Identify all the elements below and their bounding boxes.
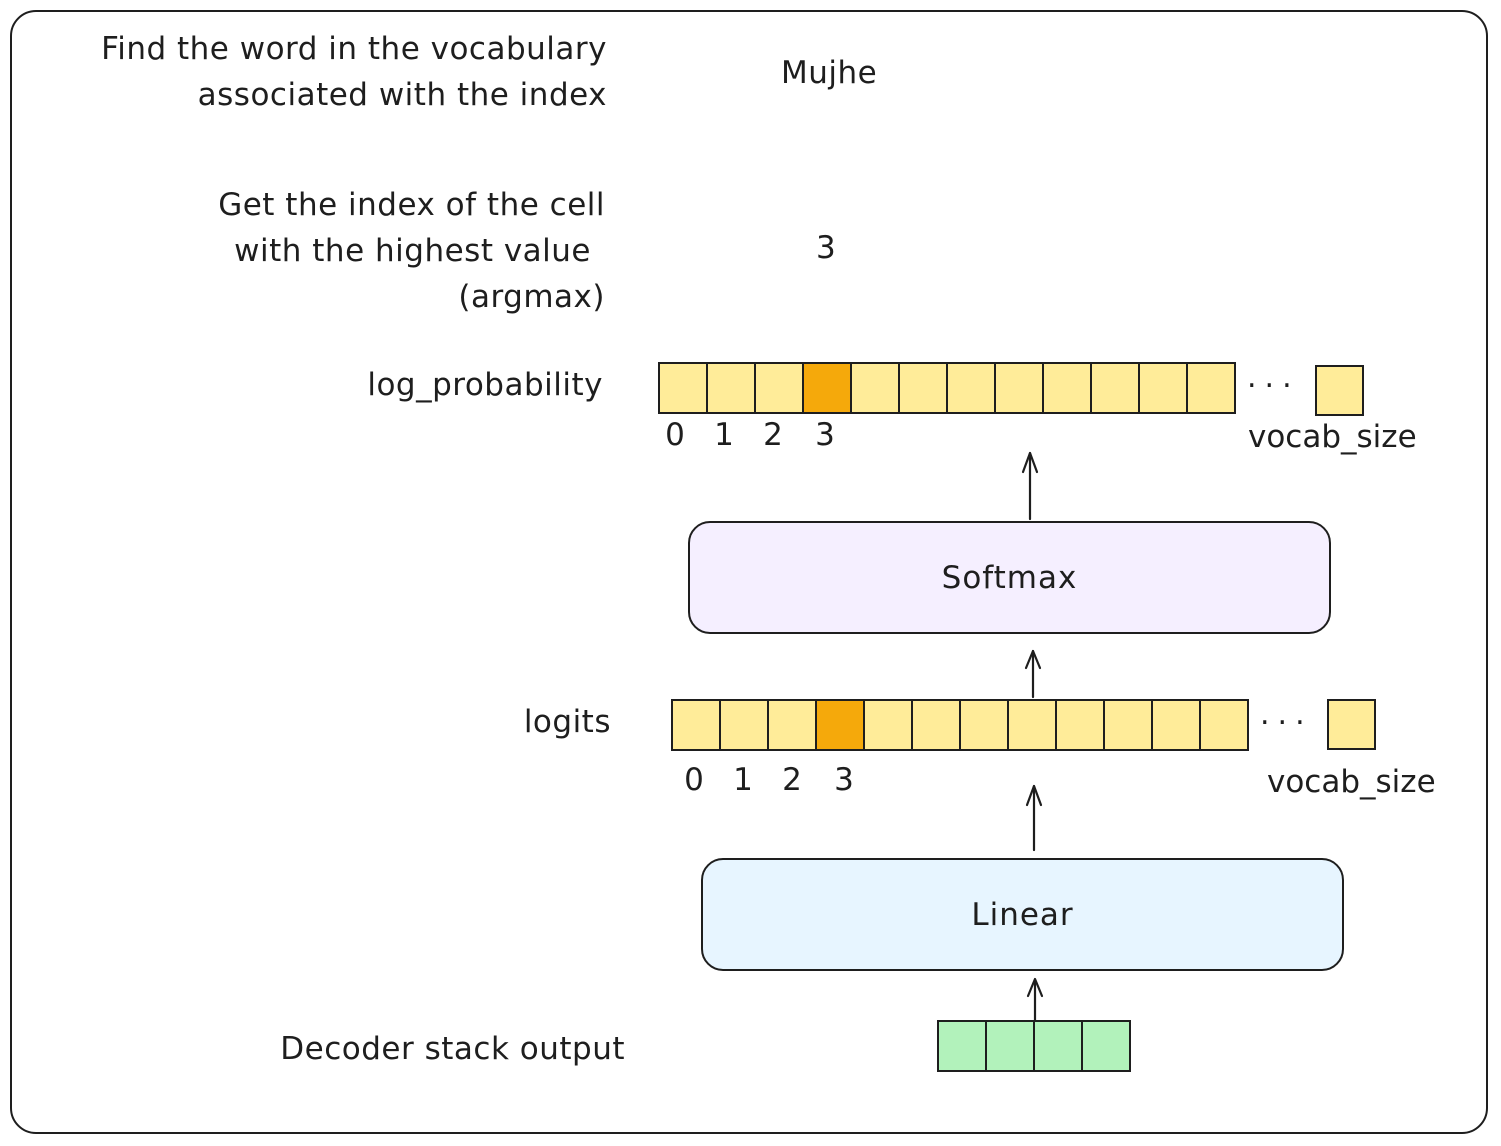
log-probability-index-3: 3: [815, 417, 835, 453]
log-probability-cell-9: [1090, 362, 1140, 414]
logits-cell-10: [1151, 699, 1201, 751]
lookup-line-2: associated with the index: [197, 77, 607, 113]
log-probability-cell-1: [706, 362, 756, 414]
logits-index-0: 0: [684, 762, 704, 798]
logits-cell-9: [1103, 699, 1153, 751]
log-probability-cell-3: [802, 362, 852, 414]
logits-vocab-size: vocab_size: [1267, 764, 1436, 800]
log-probability-cell-4: [850, 362, 900, 414]
decoder-output-cell-1: [985, 1020, 1035, 1072]
log-probability-ellipsis: ...: [1247, 360, 1300, 395]
decoder-output-label: Decoder stack output: [280, 1031, 625, 1067]
decoder-output-cell-2: [1033, 1020, 1083, 1072]
log-probability-vocab-size: vocab_size: [1248, 419, 1417, 455]
logits-last-cell: [1327, 699, 1376, 750]
argmax-step-label: Get the index of the cell with the highe…: [218, 182, 605, 320]
diagram-frame: [10, 10, 1488, 1134]
log-probability-index-2: 2: [763, 417, 783, 453]
linear-block: Linear: [701, 858, 1344, 971]
log-probability-cell-11: [1186, 362, 1236, 414]
log-probability-cell-0: [658, 362, 708, 414]
log-probability-cell-5: [898, 362, 948, 414]
logits-label: logits: [523, 704, 611, 740]
linear-label: Linear: [971, 896, 1074, 933]
logits-vector: [671, 699, 1249, 751]
logits-cell-5: [911, 699, 961, 751]
logits-cell-2: [767, 699, 817, 751]
argmax-line-1: Get the index of the cell: [218, 187, 605, 223]
decoder-output-cell-3: [1081, 1020, 1131, 1072]
logits-cell-0: [671, 699, 721, 751]
logits-index-2: 2: [782, 762, 802, 798]
log-probability-cell-8: [1042, 362, 1092, 414]
logits-cell-6: [959, 699, 1009, 751]
softmax-label: Softmax: [941, 559, 1078, 596]
log-probability-cell-2: [754, 362, 804, 414]
decoder-output-cell-0: [937, 1020, 987, 1072]
softmax-block: Softmax: [688, 521, 1331, 634]
argmax-line-3: (argmax): [458, 279, 605, 315]
log-probability-vector: [658, 362, 1236, 414]
log-probability-index-0: 0: [665, 417, 685, 453]
log-probability-index-1: 1: [714, 417, 734, 453]
logits-index-1: 1: [733, 762, 753, 798]
logits-cell-1: [719, 699, 769, 751]
logits-cell-4: [863, 699, 913, 751]
logits-cell-8: [1055, 699, 1105, 751]
result-word: Mujhe: [781, 55, 878, 91]
log-probability-label: log_probability: [367, 367, 603, 403]
lookup-step-label: Find the word in the vocabulary associat…: [101, 26, 607, 118]
logits-cell-7: [1007, 699, 1057, 751]
argmax-line-2: with the highest value: [234, 233, 591, 269]
lookup-line-1: Find the word in the vocabulary: [101, 31, 607, 67]
logits-index-3: 3: [834, 762, 854, 798]
result-index: 3: [816, 230, 837, 266]
logits-cell-11: [1199, 699, 1249, 751]
decoder-output-vector: [937, 1020, 1131, 1072]
log-probability-last-cell: [1315, 365, 1364, 416]
log-probability-cell-10: [1138, 362, 1188, 414]
log-probability-cell-7: [994, 362, 1044, 414]
log-probability-cell-6: [946, 362, 996, 414]
logits-cell-3: [815, 699, 865, 751]
logits-ellipsis: ...: [1260, 697, 1313, 732]
